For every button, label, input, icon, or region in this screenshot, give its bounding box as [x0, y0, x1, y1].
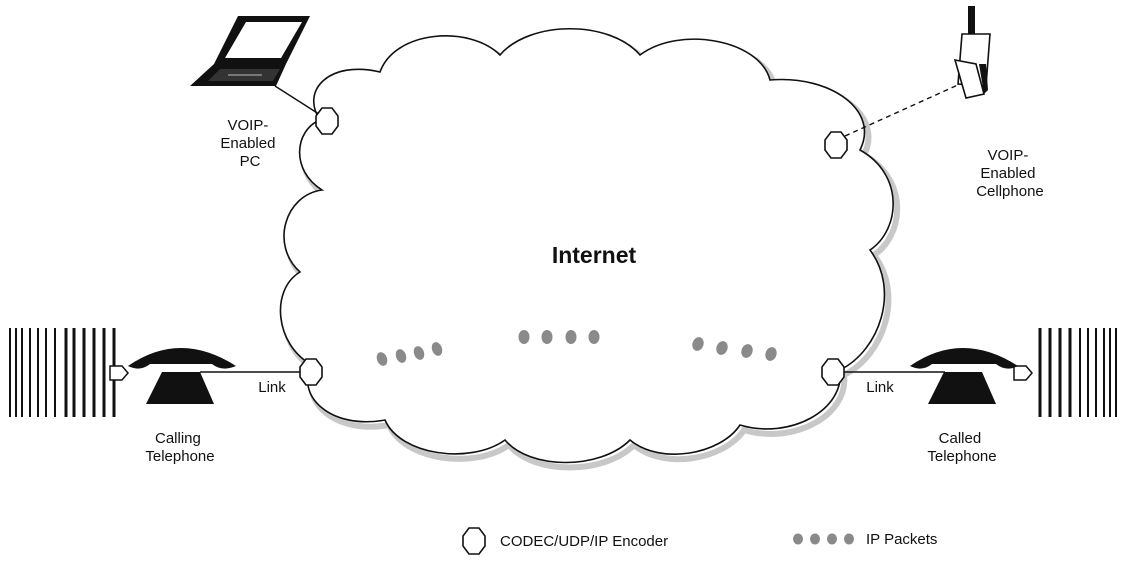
packet-dot-icon [793, 533, 803, 545]
packet-dot-icon [376, 352, 388, 366]
link-left-label: Link [258, 379, 286, 396]
packet-dot-icon [518, 330, 530, 344]
packet-dot-icon [810, 533, 820, 545]
packet-dot-icon [827, 533, 837, 545]
legend-packets-dots [793, 533, 854, 545]
cellphone-icon [953, 6, 991, 99]
packet-dot-icon [541, 330, 553, 344]
internet-cloud [279, 27, 894, 464]
octagon-encoder-icon [821, 358, 845, 386]
laptop-icon [190, 16, 310, 86]
legend-encoder-label: CODEC/UDP/IP Encoder [500, 533, 668, 550]
octagon-encoder-icon [824, 131, 848, 159]
sound-wave-icon [9, 328, 116, 417]
packet-dot-icon [588, 330, 600, 344]
right-arrow-icon [1013, 365, 1033, 381]
encoder-cellphone [824, 131, 848, 159]
legend-packets-label: IP Packets [866, 531, 937, 548]
packet-dot-icon [413, 346, 425, 360]
packet-dot-icon [395, 349, 407, 363]
calling-telephone-label: Calling Telephone [145, 430, 214, 465]
octagon-encoder-icon [315, 107, 339, 135]
encoder-pc [315, 107, 339, 135]
octagon-encoder-icon [462, 527, 486, 555]
cloud-label: Internet [552, 242, 637, 268]
packet-group-1 [376, 342, 443, 366]
encoder-calling [299, 358, 323, 386]
called-telephone-label: Called Telephone [927, 430, 996, 465]
encoder-called [821, 358, 845, 386]
legend: CODEC/UDP/IP Encoder IP Packets [462, 527, 937, 555]
pc-label: VOIP- Enabled PC [220, 117, 279, 170]
octagon-encoder-icon [299, 358, 323, 386]
telephone-icon [910, 348, 1018, 404]
packet-dot-icon [716, 341, 728, 355]
packet-group-2 [518, 330, 600, 344]
left-arrow-icon [109, 365, 129, 381]
telephone-icon [128, 348, 236, 404]
cellphone-connection-line [844, 83, 961, 137]
packet-group-3 [692, 337, 777, 361]
link-right-label: Link [866, 379, 894, 396]
packet-dot-icon [565, 330, 577, 344]
sound-wave-icon [1038, 328, 1117, 417]
packet-dot-icon [692, 337, 704, 351]
pc-connection-line [274, 85, 323, 117]
packet-dot-icon [765, 347, 777, 361]
cellphone-label: VOIP- Enabled Cellphone [976, 147, 1044, 200]
packet-dot-icon [431, 342, 443, 356]
packet-dot-icon [844, 533, 854, 545]
packet-dot-icon [741, 344, 753, 358]
